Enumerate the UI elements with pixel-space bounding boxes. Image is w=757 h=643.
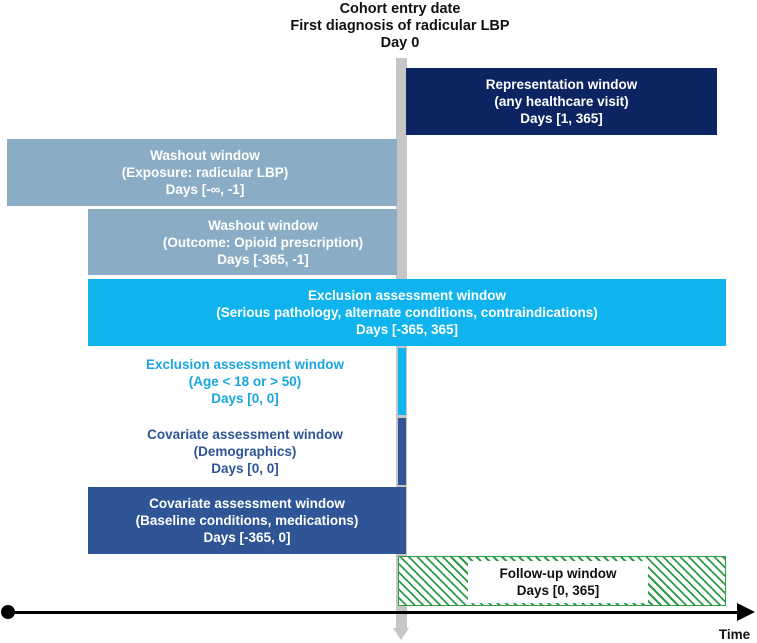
covariate-demographics-label: Covariate assessment window (Demographic… [100,418,390,485]
exclusion-age-bar [398,348,406,415]
exclusion-age-label: Exclusion assessment window (Age < 18 or… [100,348,390,415]
followup-window-title: Follow-up window [499,566,617,581]
washout-exposure-box [7,139,397,206]
header-line-3: Day 0 [380,34,420,51]
timeline-arrowhead [737,603,755,621]
followup-window-days: Days [0, 365] [516,583,600,598]
washout-outcome-box [88,209,397,275]
washout-outcome-subtitle: (Outcome: Opioid prescription) [162,234,364,250]
exclusion-pathology-label: Exclusion assessment window (Serious pat… [88,279,726,346]
covariate-baseline-title: Covariate assessment window [149,496,345,511]
washout-exposure-days: Days [-∞, -1] [165,182,245,197]
covariate-baseline-days: Days [-365, 0] [203,530,291,545]
header-line-2: First diagnosis of radicular LBP [290,17,510,34]
timeline-axis [8,611,741,614]
exclusion-pathology-subtitle: (Serious pathology, alternate conditions… [216,305,598,320]
followup-window-label: Follow-up window Days [0, 365] [468,561,648,603]
exclusion-age-title: Exclusion assessment window [145,357,345,372]
exclusion-age-subtitle: (Age < 18 or > 50) [188,374,302,389]
washout-outcome-label: Washout window (Outcome: Opioid prescrip… [88,209,438,275]
cohort-entry-header: Cohort entry date First diagnosis of rad… [250,0,550,52]
time-axis-label: Time [718,627,751,642]
representation-window-label: Representation window (any healthcare vi… [406,68,717,135]
washout-exposure-label: Washout window (Exposure: radicular LBP)… [60,139,350,206]
covariate-baseline-subtitle: (Baseline conditions, medications) [135,513,359,528]
exclusion-pathology-title: Exclusion assessment window [307,288,507,303]
exclusion-age-days: Days [0, 0] [211,391,279,406]
washout-exposure-subtitle: (Exposure: radicular LBP) [121,165,289,180]
timeline-start-dot [1,605,15,619]
covariate-baseline-box [88,487,406,554]
exclusion-pathology-days: Days [-365, 365] [355,322,459,337]
washout-exposure-title: Washout window [150,148,260,163]
header-line-1: Cohort entry date [339,0,461,17]
washout-outcome-title: Washout window [208,217,318,233]
representation-window-subtitle: (any healthcare visit) [494,94,629,109]
covariate-demographics-bar [398,418,406,485]
covariate-demographics-days: Days [0, 0] [211,461,279,476]
covariate-baseline-label: Covariate assessment window (Baseline co… [88,487,406,554]
covariate-demographics-title: Covariate assessment window [147,427,343,442]
exclusion-pathology-box [88,279,726,346]
covariate-demographics-subtitle: (Demographics) [193,444,297,459]
representation-window-box [406,68,717,135]
representation-window-days: Days [1, 365] [520,111,603,126]
representation-window-title: Representation window [485,77,638,92]
washout-outcome-days: Days [-365, -1] [217,251,309,267]
day-zero-arrow [393,628,409,640]
